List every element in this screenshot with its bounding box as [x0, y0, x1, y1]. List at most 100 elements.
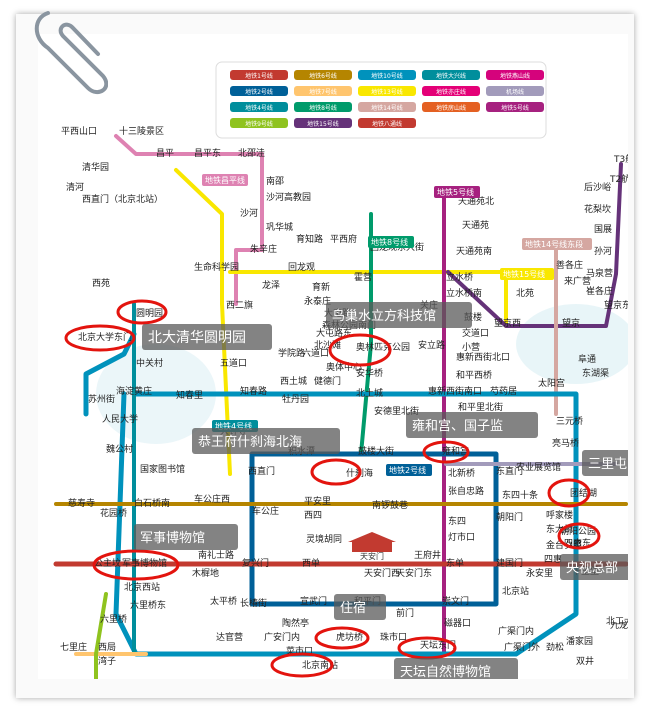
- station-label: 巩华城: [266, 221, 293, 233]
- station-label: 天安门西: [364, 567, 400, 579]
- station-label: 珠市口: [380, 631, 407, 643]
- annotation-box: [394, 658, 518, 679]
- station-label: 朱辛庄: [250, 243, 277, 255]
- station-label: 清河: [66, 181, 84, 193]
- legend-label: 地铁5号线: [501, 104, 529, 112]
- line-13: [174, 168, 508, 476]
- station-label: 花园桥: [100, 507, 127, 519]
- station-label: 健德门: [314, 375, 341, 387]
- station-label: 北新桥: [448, 467, 475, 479]
- annotation-box: [134, 524, 238, 550]
- station-label: 木樨地: [192, 567, 219, 579]
- station-label: 善各庄: [556, 259, 583, 271]
- station-label: 望京西: [494, 317, 521, 329]
- station-label: 王府井: [414, 549, 441, 561]
- annotation-box: [334, 594, 386, 620]
- station-label: 太平桥: [210, 595, 237, 607]
- legend-swatch: [294, 70, 352, 80]
- station-label: 中关村: [136, 357, 163, 369]
- station-label: T3航站楼: [613, 153, 628, 165]
- station-label: 长椿街: [240, 597, 267, 609]
- station-label: 六里桥: [100, 613, 127, 625]
- line-badge: [500, 268, 554, 280]
- station-label: 天安门东: [396, 567, 432, 579]
- line-badge-label: 地铁8号线: [371, 237, 408, 247]
- line-8: [359, 212, 373, 456]
- annotation-box: [192, 428, 340, 454]
- line-2: [249, 451, 499, 607]
- station-label: 朝阳门: [496, 511, 523, 523]
- line-changping: [114, 134, 264, 306]
- station-label: 平西山口: [61, 126, 97, 137]
- station-label: 西局: [98, 642, 116, 653]
- station-label: 达官营: [216, 631, 243, 643]
- station-label: 雍和宫: [442, 445, 469, 457]
- station-label: 花梨坎: [584, 203, 611, 215]
- annotation-text: 三里屯: [588, 457, 627, 472]
- station-label: 劲松: [546, 641, 564, 653]
- station-label: 西苑: [92, 277, 110, 289]
- station-label: 东四: [448, 515, 466, 527]
- station-label: 交道口: [462, 327, 489, 339]
- station-label: 北苑: [516, 287, 534, 299]
- station-label: 鼓楼大街: [358, 445, 394, 457]
- station-label: 慈寿寺: [68, 497, 95, 509]
- station-label: 和平里北街: [458, 401, 503, 413]
- highlight-circle: [270, 652, 334, 678]
- annotation-text: 住宿: [340, 600, 366, 616]
- station-label: 马泉营: [586, 267, 613, 279]
- station-label: 学院路: [278, 347, 305, 359]
- annotation-box: [142, 324, 272, 350]
- station-label: 清华园: [82, 161, 109, 173]
- highlight-circle: [92, 549, 180, 581]
- line-badge-label: 地铁5号线: [437, 187, 474, 197]
- station-label: 奥林匹克公园: [356, 341, 410, 353]
- station-label: 军事博物馆: [122, 557, 167, 569]
- station-label: 崔各庄: [586, 285, 613, 297]
- station-label: 潘家园: [566, 635, 593, 647]
- station-label: 东直门: [496, 465, 523, 477]
- legend-swatch: [422, 86, 480, 96]
- station-label: 六道口: [302, 347, 329, 359]
- legend-swatch: [486, 70, 544, 80]
- station-label: 灯市口: [448, 531, 475, 543]
- legend-label: 地铁15号线: [307, 120, 339, 128]
- station-label: 张自忠路: [448, 485, 484, 497]
- station-label: 双井: [576, 655, 594, 667]
- line-badge-label: 地铁昌平线: [205, 175, 245, 185]
- legend-swatch: [422, 102, 480, 112]
- station-label: 农业展览馆: [516, 461, 561, 473]
- legend-label: 地铁10号线: [371, 72, 403, 80]
- station-label: 南锣鼓巷: [372, 499, 408, 511]
- line-badge: [386, 464, 432, 476]
- station-label: 南邵: [266, 175, 284, 187]
- station-label: 南礼士路: [198, 549, 234, 561]
- line-badge: [202, 174, 248, 186]
- line-9: [94, 592, 108, 679]
- station-label: 国家图书馆: [140, 463, 185, 475]
- legend-swatch: [294, 102, 352, 112]
- station-label: 安立路: [418, 339, 445, 351]
- station-label: 北京西站: [124, 581, 160, 593]
- legend-label: 地铁房山线: [436, 104, 466, 112]
- legend-label: 地铁9号线: [245, 120, 273, 128]
- station-label: 西单: [302, 557, 320, 569]
- legend-label: 地铁6号线: [309, 72, 337, 80]
- annotation-text: 北大清华圆明园: [148, 330, 246, 346]
- station-label: 前门: [396, 607, 414, 619]
- photo-frame: 地铁1号线地铁6号线地铁10号线地铁大兴线地铁燕山线地铁2号线地铁7号线地铁13…: [16, 11, 634, 698]
- station-label: 西土城: [280, 375, 307, 387]
- station-label: 北工大西门: [606, 615, 628, 627]
- station-label: 望京东: [604, 299, 628, 311]
- legend-label: 机场线: [506, 88, 524, 96]
- station-label: 知春里: [176, 389, 203, 401]
- station-label: 和平西桥: [456, 369, 492, 381]
- station-label: 北京大学东门: [78, 331, 132, 343]
- station-label: 复兴门: [242, 557, 269, 569]
- station-label: 灵境胡同: [306, 533, 342, 545]
- station-label: 生命科学园: [194, 261, 239, 273]
- station-label: 后沙峪: [584, 182, 611, 193]
- highlight-circle: [64, 324, 136, 352]
- tiananmen-icon: 天安门: [348, 532, 396, 561]
- station-label: 牡丹园: [282, 393, 309, 405]
